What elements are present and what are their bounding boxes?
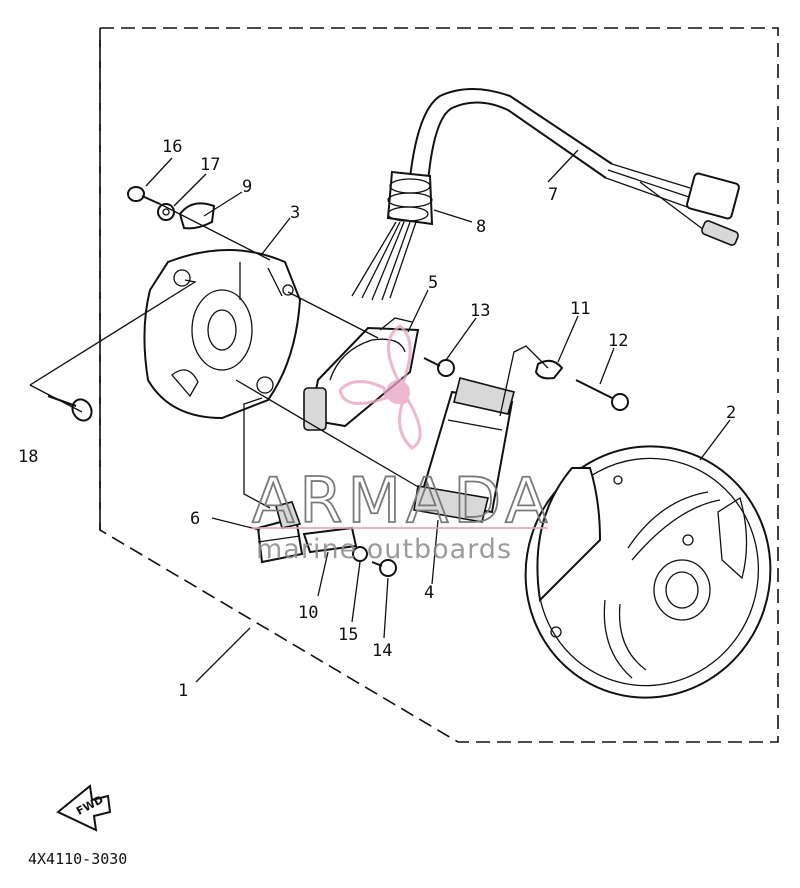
watermark-brand: ARMADA xyxy=(252,464,552,537)
flywheel xyxy=(524,445,772,699)
watermark: ARMADA marine outboards xyxy=(251,324,552,565)
callout-16: 16 xyxy=(162,137,182,157)
pulser-coil xyxy=(303,317,420,431)
washer-15 xyxy=(352,546,368,562)
fwd-arrow-icon: FWD xyxy=(56,784,112,832)
callouts: 1 2 3 4 5 6 7 8 9 10 11 12 13 14 15 16 1… xyxy=(18,137,736,701)
clamp-9 xyxy=(178,202,216,230)
screw-16 xyxy=(127,186,161,205)
clamp-11 xyxy=(534,359,564,380)
bolt-12 xyxy=(575,379,629,411)
clamp-10 xyxy=(302,526,358,554)
assembly-boundary xyxy=(99,27,779,743)
charge-coil xyxy=(413,377,515,523)
callout-14: 14 xyxy=(372,641,392,661)
wire-harness xyxy=(409,88,740,246)
callout-13: 13 xyxy=(470,301,490,321)
leader-lines xyxy=(145,149,731,683)
callout-9: 9 xyxy=(242,177,252,197)
watermark-tagline: marine outboards xyxy=(256,534,512,565)
callout-5: 5 xyxy=(428,273,438,293)
assembly-lines xyxy=(29,203,549,509)
callout-2: 2 xyxy=(726,403,736,423)
diagram-code: 4X4110-3030 xyxy=(28,850,127,868)
callout-4: 4 xyxy=(424,583,434,603)
callout-8: 8 xyxy=(476,217,486,237)
callout-6: 6 xyxy=(190,509,200,529)
stator-base-plate xyxy=(143,249,302,420)
callout-18: 18 xyxy=(18,447,38,467)
washer-17 xyxy=(157,203,175,221)
grommet xyxy=(351,170,434,301)
callout-7: 7 xyxy=(548,185,558,205)
callout-1: 1 xyxy=(178,681,188,701)
callout-15: 15 xyxy=(338,625,358,645)
callout-10: 10 xyxy=(298,603,318,623)
callout-11: 11 xyxy=(570,299,590,319)
screw-14 xyxy=(371,559,397,577)
callout-17: 17 xyxy=(200,155,220,175)
propeller-logo-icon xyxy=(338,324,422,450)
callout-12: 12 xyxy=(608,331,628,351)
screw-18 xyxy=(47,395,93,422)
screw-13 xyxy=(423,357,455,377)
callout-3: 3 xyxy=(290,203,300,223)
